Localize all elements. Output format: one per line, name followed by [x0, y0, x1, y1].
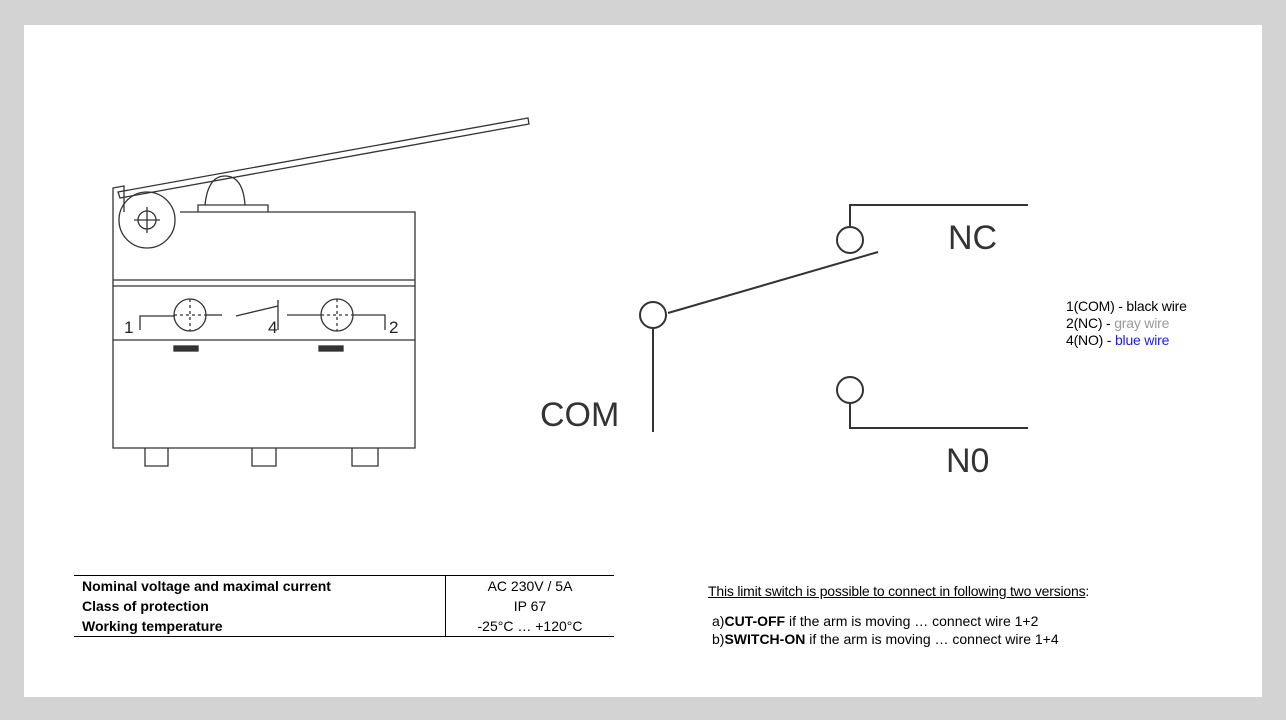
table-row: Nominal voltage and maximal current AC 2…: [74, 575, 614, 596]
switch-body: [112, 211, 416, 449]
lever-arm: [117, 117, 530, 199]
terminal-label-4: 4: [268, 318, 277, 337]
legend-no: 4(NO) - blue wire: [1066, 332, 1170, 348]
plunger: [197, 175, 269, 212]
spec-value: IP 67: [445, 596, 614, 616]
legend-no-wire: blue wire: [1114, 332, 1170, 348]
no-wire: [849, 403, 1028, 429]
table-row: Working temperature -25°C … +120°C: [74, 616, 614, 637]
terminal-label-1: 1: [124, 318, 133, 337]
no-label: N0: [946, 442, 989, 480]
nc-wire: [849, 204, 1028, 226]
hinge-bracket: [112, 185, 125, 212]
no-contact: [836, 376, 864, 404]
spec-label: Working temperature: [74, 616, 446, 637]
spec-label: Class of protection: [82, 598, 209, 614]
table-row: Class of protection IP 67: [74, 596, 614, 616]
legend-nc: 2(NC) - gray wire: [1066, 315, 1170, 331]
legend-com-wire: black wire: [1126, 298, 1187, 314]
spec-table: Nominal voltage and maximal current AC 2…: [74, 575, 614, 637]
nc-label: NC: [948, 219, 997, 257]
hinge-pivot: [118, 191, 176, 249]
spec-value: AC 230V / 5A: [445, 575, 614, 596]
connection-title: This limit switch is possible to connect…: [708, 583, 1090, 599]
wire-legend: 1(COM) - black wire 2(NC) - gray wire 4(…: [1066, 298, 1187, 349]
list-item: a)CUT-OFF if the arm is moving … connect…: [712, 613, 1039, 629]
spec-value: -25°C … +120°C: [445, 616, 614, 637]
legend-com: 1(COM) - black wire: [1066, 298, 1187, 314]
com-label: COM: [540, 396, 619, 434]
spec-label: Nominal voltage and maximal current: [74, 575, 446, 596]
list-item: b)SWITCH-ON if the arm is moving … conne…: [712, 631, 1059, 647]
legend-nc-wire: gray wire: [1114, 315, 1170, 331]
switch-blade: [667, 251, 879, 314]
com-contact: [639, 301, 667, 329]
terminal-label-2: 2: [389, 318, 398, 337]
nc-contact: [836, 226, 864, 254]
connection-list: a)CUT-OFF if the arm is moving … connect…: [712, 612, 1059, 648]
